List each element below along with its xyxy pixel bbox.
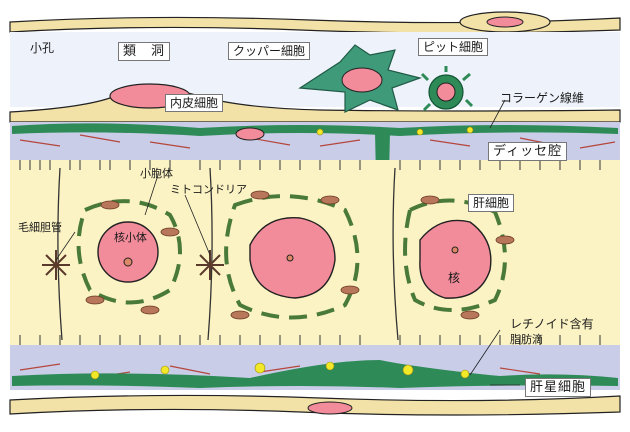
label-collagen-fiber: コラーゲン線維 bbox=[500, 92, 584, 104]
label-nucleolus: 核小体 bbox=[114, 232, 147, 243]
label-pit-cell: ピット細胞 bbox=[418, 38, 488, 56]
label-endothelial-cell: 内皮細胞 bbox=[165, 94, 223, 112]
label-bile-canaliculus: 毛細胆管 bbox=[18, 222, 62, 233]
label-space-of-disse: ディッセ腔 bbox=[488, 142, 567, 161]
label-nucleus: 核 bbox=[448, 272, 460, 284]
label-retinoid-line2: 脂肪滴 bbox=[510, 334, 543, 345]
label-mitochondria: ミトコンドリア bbox=[170, 184, 247, 195]
label-pore: 小孔 bbox=[30, 42, 54, 54]
label-retinoid-line1: レチノイド含有 bbox=[510, 318, 594, 330]
label-sinusoid: 類 洞 bbox=[118, 42, 170, 61]
nucleus-3 bbox=[420, 220, 491, 298]
nucleolus-1 bbox=[124, 258, 132, 266]
label-stellate-cell: 肝星細胞 bbox=[525, 378, 591, 397]
label-hepatocyte: 肝細胞 bbox=[468, 194, 514, 212]
label-microbody: 小胞体 bbox=[140, 168, 173, 179]
label-kupffer-cell: クッパー細胞 bbox=[228, 42, 310, 60]
